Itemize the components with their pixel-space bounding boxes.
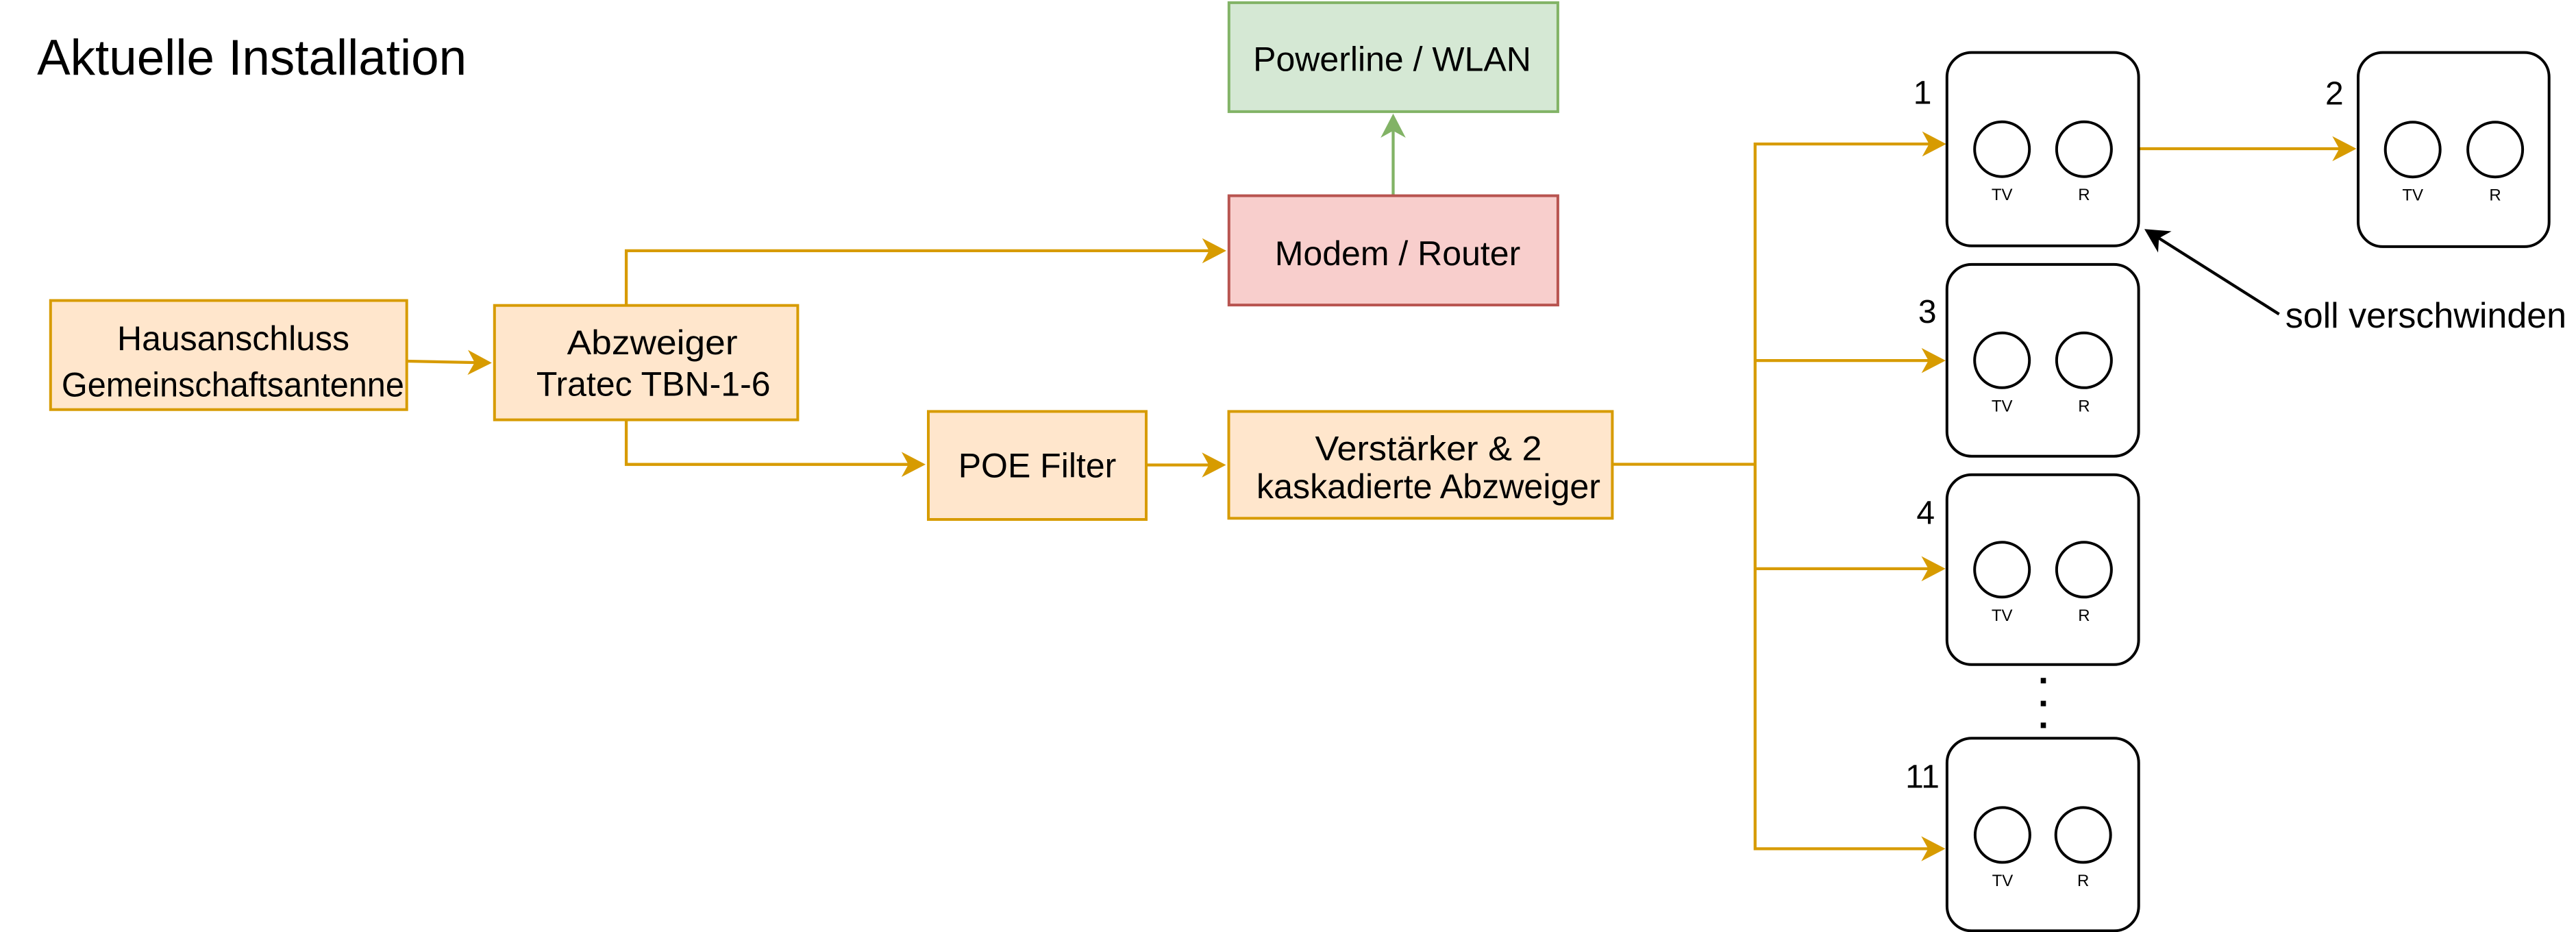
svg-text:TV: TV: [2402, 186, 2423, 205]
svg-text:TV: TV: [1992, 872, 2014, 890]
svg-text:TV: TV: [1992, 397, 2013, 415]
svg-text:4: 4: [1916, 495, 1935, 531]
svg-text:Gemeinschaftsantenne: Gemeinschaftsantenne: [62, 365, 404, 404]
svg-text:R: R: [2078, 186, 2090, 204]
svg-text:R: R: [2077, 872, 2089, 890]
svg-text:POE Filter: POE Filter: [958, 447, 1117, 485]
svg-text:R: R: [2078, 606, 2090, 625]
svg-text:Powerline / WLAN: Powerline / WLAN: [1253, 40, 1531, 79]
svg-text:soll verschwinden: soll verschwinden: [2286, 296, 2566, 336]
svg-text:Abzweiger: Abzweiger: [567, 323, 738, 362]
svg-text:R: R: [2078, 397, 2090, 415]
svg-text:kaskadierte Abzweiger: kaskadierte Abzweiger: [1256, 467, 1600, 506]
svg-text:1: 1: [1914, 75, 1932, 112]
svg-text:3: 3: [1918, 294, 1937, 330]
svg-text:Modem / Router: Modem / Router: [1275, 234, 1520, 273]
svg-text:Tratec TBN-1-6: Tratec TBN-1-6: [536, 365, 771, 404]
svg-text:TV: TV: [1992, 606, 2013, 625]
svg-text:R: R: [2489, 186, 2501, 205]
svg-text:Aktuelle Installation: Aktuelle Installation: [37, 30, 467, 86]
svg-text:2: 2: [2325, 76, 2344, 112]
svg-text:Hausanschluss: Hausanschluss: [117, 319, 349, 358]
svg-text:TV: TV: [1992, 186, 2013, 204]
svg-text:11: 11: [1905, 759, 1940, 796]
svg-text:Verstärker & 2: Verstärker & 2: [1315, 430, 1542, 468]
